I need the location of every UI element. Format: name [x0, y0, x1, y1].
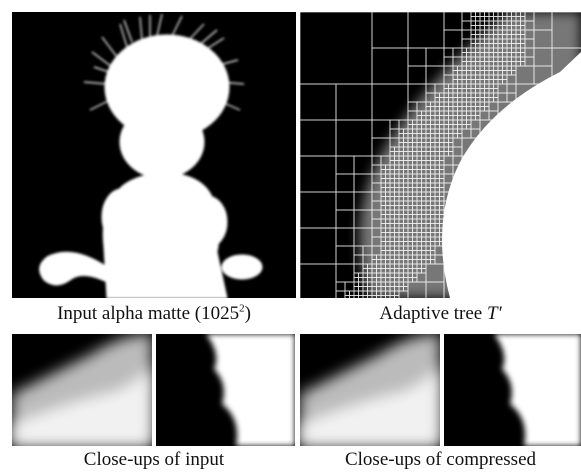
closeup-compressed-edge: [444, 334, 581, 446]
tree-caption-italic: T': [486, 303, 502, 324]
quadtree-visualization: [300, 12, 581, 298]
adaptive-tree-caption: Adaptive tree T': [300, 303, 581, 325]
input-caption-text: Input alpha matte (1025: [57, 303, 240, 324]
tree-cell: [515, 227, 581, 298]
alpha-matte-silhouette: [12, 12, 296, 298]
closeup-input-edge-graphic: [156, 334, 295, 446]
tree-caption-text: Adaptive tree: [379, 303, 487, 324]
closeup-input-fur: [12, 334, 152, 446]
input-alpha-matte-caption: Input alpha matte (10252): [12, 303, 296, 325]
closeup-input-edge: [156, 334, 295, 446]
closeup-compressed-edge-graphic: [444, 334, 581, 446]
closeups-input-caption-text: Close-ups of input: [83, 449, 225, 470]
closeup-compressed-fur-graphic: [300, 334, 440, 446]
input-caption-suffix: ): [244, 303, 251, 324]
closeup-compressed-fur: [300, 334, 440, 446]
input-alpha-matte-image: [12, 12, 296, 298]
closeups-compressed-caption-text: Close-ups of compressed: [344, 449, 537, 470]
closeups-compressed-caption: Close-ups of compressed: [300, 449, 581, 471]
closeups-input-caption: Close-ups of input: [12, 449, 296, 471]
input-caption-sup: 2: [239, 302, 245, 315]
closeup-input-fur-graphic: [12, 334, 152, 446]
adaptive-tree-image: [300, 12, 581, 298]
